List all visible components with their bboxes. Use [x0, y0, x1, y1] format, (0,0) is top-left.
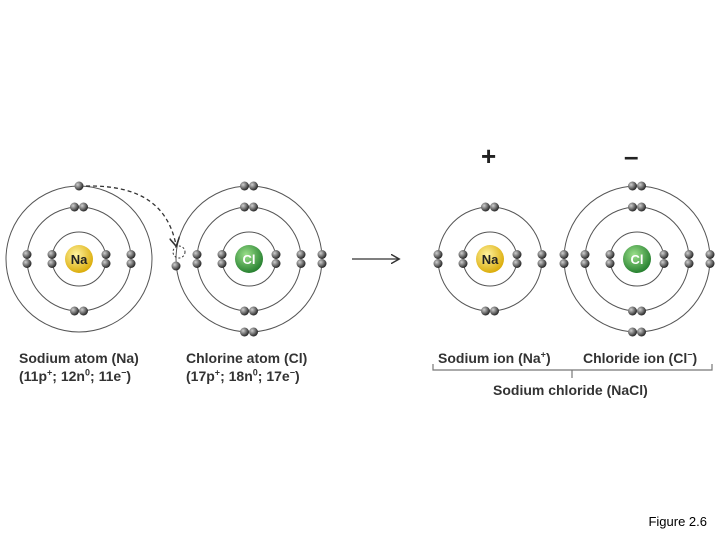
electron: [684, 250, 694, 259]
sodium-ion-symbol: Na: [482, 252, 499, 267]
electron: [271, 259, 281, 268]
electron: [628, 202, 637, 212]
electron: [628, 327, 637, 337]
electron: [605, 250, 615, 259]
chlorine-atom-counts: (17p+; 18n0; 17e−): [186, 367, 300, 384]
electron: [249, 306, 258, 316]
electron: [317, 259, 327, 268]
electron: [296, 250, 306, 259]
electron: [512, 250, 522, 259]
electron: [249, 181, 258, 191]
vacancy-dotted-electron: [172, 245, 186, 259]
electron: [433, 259, 443, 268]
electron: [22, 250, 32, 259]
sodium-atom-counts: (11p+; 12n0; 11e−): [19, 367, 132, 384]
electron: [628, 306, 637, 316]
electron: [637, 327, 646, 337]
electron: [79, 306, 88, 316]
electron: [249, 202, 258, 212]
electron: [659, 259, 669, 268]
electron: [192, 250, 202, 259]
sodium-ion-electrons: [433, 202, 547, 316]
electron: [580, 259, 590, 268]
sodium-ion-label: Sodium ion (Na+): [438, 349, 551, 366]
chloride-ion: [559, 181, 715, 337]
electron: [481, 306, 490, 316]
electron: [559, 250, 569, 259]
electron: [70, 202, 79, 212]
chlorine-atom: [171, 181, 327, 337]
electron: [192, 259, 202, 268]
chloride-ion-nucleus: [623, 245, 651, 273]
electron: [490, 306, 499, 316]
electron: [490, 202, 499, 212]
electron: [249, 327, 258, 337]
electron: [126, 259, 136, 268]
electron: [271, 250, 281, 259]
electron: [171, 261, 181, 271]
sodium-nucleus: [65, 245, 93, 273]
chlorine-atom-label: Chlorine atom (Cl) (17p+; 18n0; 17e−): [186, 349, 307, 385]
chlorine-electrons: [171, 181, 327, 337]
electron: [240, 181, 249, 191]
sodium-electrons: [22, 181, 136, 316]
chlorine-symbol: Cl: [243, 252, 256, 267]
electron-transfer-arrow: [85, 185, 176, 245]
electron: [537, 259, 547, 268]
electron: [217, 250, 227, 259]
electron: [605, 259, 615, 268]
electron: [705, 250, 715, 259]
electron: [458, 259, 468, 268]
electron: [559, 259, 569, 268]
sodium-ion-nucleus: [476, 245, 504, 273]
electron: [22, 259, 32, 268]
electron: [126, 250, 136, 259]
sodium-ion: [433, 202, 547, 316]
electron: [628, 181, 637, 191]
electron: [537, 250, 547, 259]
chloride-ion-electrons: [559, 181, 715, 337]
chloride-ion-symbol: Cl: [631, 252, 644, 267]
electron: [659, 250, 669, 259]
electron: [79, 202, 88, 212]
electron: [217, 259, 227, 268]
electron: [637, 181, 646, 191]
sodium-atom-name: Sodium atom (Na): [19, 350, 139, 366]
electron: [47, 259, 57, 268]
sodium-atom-label: Sodium atom (Na) (11p+; 12n0; 11e−): [19, 349, 139, 385]
electron: [637, 306, 646, 316]
chloride-ion-charge: –: [624, 141, 639, 171]
electron: [580, 250, 590, 259]
electron: [512, 259, 522, 268]
electron: [240, 202, 249, 212]
electron: [684, 259, 694, 268]
electron: [47, 250, 57, 259]
chloride-ion-label: Chloride ion (Cl−): [583, 349, 698, 366]
electron: [296, 259, 306, 268]
electron: [317, 250, 327, 259]
electron: [705, 259, 715, 268]
sodium-ion-charge: +: [481, 141, 497, 171]
sodium-chloride-label: Sodium chloride (NaCl): [493, 382, 648, 398]
electron: [240, 327, 249, 337]
electron: [240, 306, 249, 316]
electron: [101, 250, 111, 259]
valence-electron: [74, 181, 84, 191]
electron: [458, 250, 468, 259]
figure-caption: Figure 2.6: [648, 514, 707, 529]
chlorine-nucleus: [235, 245, 263, 273]
sodium-symbol: Na: [71, 252, 88, 267]
electron: [481, 202, 490, 212]
electron: [637, 202, 646, 212]
electron: [433, 250, 443, 259]
electron: [70, 306, 79, 316]
sodium-atom: [5, 181, 153, 333]
electron: [101, 259, 111, 268]
chlorine-atom-name: Chlorine atom (Cl): [186, 350, 308, 366]
